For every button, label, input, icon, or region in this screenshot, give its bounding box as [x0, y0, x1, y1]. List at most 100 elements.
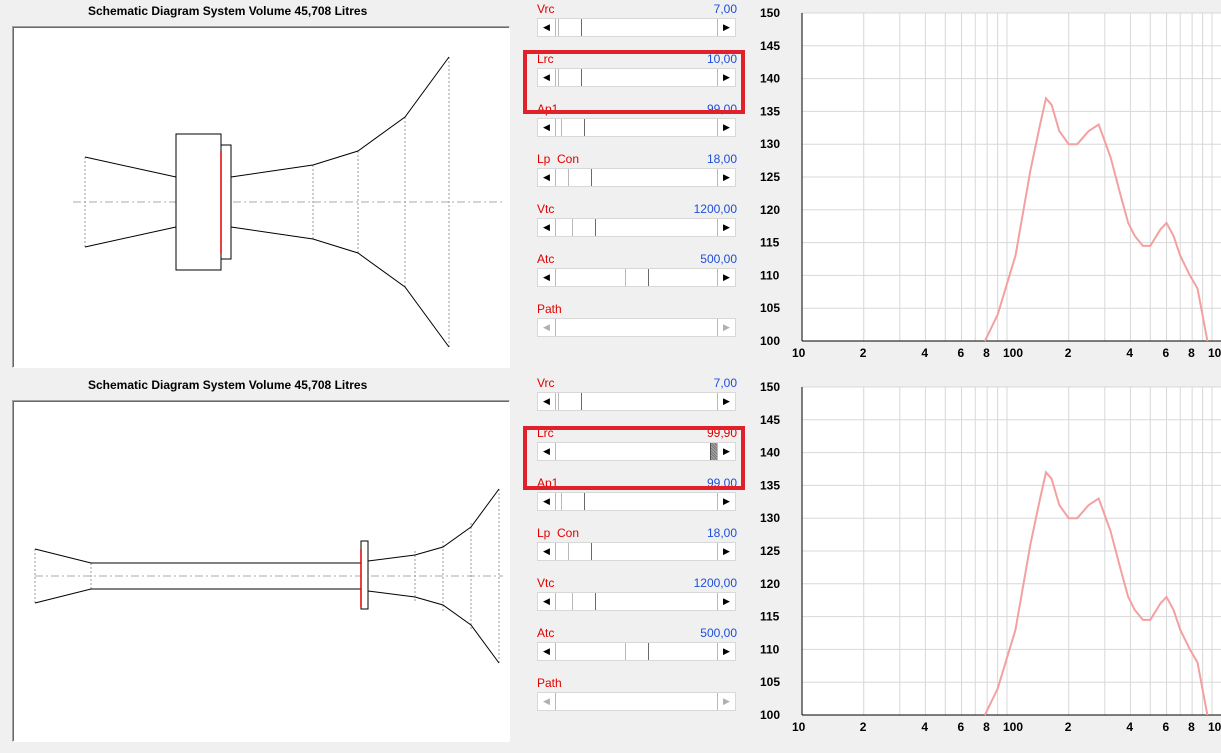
atc-scrollbar[interactable]: ◀ ▶	[537, 268, 736, 287]
y-tick-label: 140	[760, 72, 780, 86]
arrow-right-icon[interactable]: ▶	[717, 19, 735, 36]
vtc-scrollbar[interactable]: ◀ ▶	[537, 592, 736, 611]
arrow-left-icon[interactable]: ◀	[538, 493, 556, 510]
arrow-left-icon[interactable]: ◀	[538, 443, 556, 460]
arrow-left-icon[interactable]: ◀	[538, 593, 556, 610]
schematic-drawing	[73, 56, 503, 348]
y-tick-label: 140	[760, 446, 780, 460]
arrow-left-icon[interactable]: ◀	[538, 119, 556, 136]
y-tick-label: 115	[760, 610, 780, 624]
ap1-scrollbar[interactable]: ◀ ▶	[537, 118, 736, 137]
atc-scrollbar[interactable]: ◀ ▶	[537, 642, 736, 661]
scroll-thumb[interactable]	[557, 19, 582, 36]
arrow-right-icon[interactable]: ▶	[717, 319, 735, 336]
response-curve	[984, 96, 1209, 342]
arrow-left-icon[interactable]: ◀	[538, 393, 556, 410]
x-tick-label: 4	[921, 346, 928, 360]
arrow-right-icon[interactable]: ▶	[717, 493, 735, 510]
scroll-thumb[interactable]	[567, 543, 592, 560]
arrow-left-icon[interactable]: ◀	[538, 693, 556, 710]
x-tick-label: 8	[983, 346, 990, 360]
path-scrollbar[interactable]: ◀ ▶	[537, 692, 736, 711]
param-path: Path ◀ ▶	[536, 302, 738, 346]
scroll-thumb[interactable]	[571, 219, 596, 236]
param-atc: Atc 500,00 ◀ ▶	[536, 252, 738, 296]
horn-outline	[34, 488, 500, 664]
horn-outline	[84, 56, 450, 348]
vrc-scrollbar[interactable]: ◀ ▶	[537, 18, 736, 37]
arrow-left-icon[interactable]: ◀	[538, 319, 556, 336]
lp-con-scrollbar[interactable]: ◀ ▶	[537, 542, 736, 561]
vrc-scrollbar[interactable]: ◀ ▶	[537, 392, 736, 411]
param-value: 7,00	[713, 2, 737, 16]
x-tick-label: 2	[860, 346, 867, 360]
arrow-left-icon[interactable]: ◀	[538, 643, 556, 660]
arrow-right-icon[interactable]: ▶	[717, 693, 735, 710]
param-vrc: Vrc 7,00 ◀ ▶	[536, 2, 738, 46]
y-tick-label: 120	[760, 203, 780, 217]
y-tick-label: 115	[760, 236, 780, 250]
param-vrc: Vrc 7,00 ◀ ▶	[536, 376, 738, 420]
scroll-thumb[interactable]	[557, 69, 582, 86]
lrc-scrollbar[interactable]: ◀ ▶	[537, 442, 736, 461]
grid-lines	[801, 386, 1221, 716]
arrow-right-icon[interactable]: ▶	[717, 443, 735, 460]
param-label: Lp Con	[537, 526, 580, 540]
param-lp-con: Lp Con 18,00 ◀ ▶	[536, 152, 738, 196]
scroll-thumb[interactable]	[560, 493, 585, 510]
arrow-right-icon[interactable]: ▶	[717, 643, 735, 660]
scroll-thumb[interactable]	[560, 119, 585, 136]
scroll-thumb[interactable]	[624, 643, 649, 660]
ap1-scrollbar[interactable]: ◀ ▶	[537, 492, 736, 511]
scroll-thumb[interactable]	[567, 169, 592, 186]
y-tick-label: 105	[760, 301, 780, 315]
scroll-thumb[interactable]	[624, 269, 649, 286]
arrow-right-icon[interactable]: ▶	[717, 169, 735, 186]
x-tick-label: 10	[792, 346, 806, 360]
param-value: 500,00	[700, 626, 737, 640]
x-tick-label: 4	[921, 720, 928, 734]
lp-con-scrollbar[interactable]: ◀ ▶	[537, 168, 736, 187]
response-curve	[984, 470, 1209, 716]
lrc-scrollbar[interactable]: ◀ ▶	[537, 68, 736, 87]
path-scrollbar[interactable]: ◀ ▶	[537, 318, 736, 337]
x-tick-label: 2	[860, 720, 867, 734]
param-value: 1200,00	[693, 202, 737, 216]
param-label: Vrc	[537, 2, 555, 16]
y-tick-label: 100	[760, 708, 780, 722]
x-tick-label: 6	[958, 346, 965, 360]
arrow-right-icon[interactable]: ▶	[717, 393, 735, 410]
arrow-left-icon[interactable]: ◀	[538, 169, 556, 186]
y-tick-label: 130	[760, 511, 780, 525]
highlight-box-lrc	[523, 426, 745, 490]
arrow-right-icon[interactable]: ▶	[717, 543, 735, 560]
y-tick-label: 135	[760, 104, 780, 118]
param-value: 18,00	[706, 152, 737, 166]
x-tick-label: 100	[1003, 720, 1023, 734]
param-value: 7,00	[713, 376, 737, 390]
arrow-right-icon[interactable]: ▶	[717, 119, 735, 136]
scroll-thumb[interactable]	[557, 393, 582, 410]
vtc-scrollbar[interactable]: ◀ ▶	[537, 218, 736, 237]
arrow-left-icon[interactable]: ◀	[538, 543, 556, 560]
arrow-left-icon[interactable]: ◀	[538, 269, 556, 286]
arrow-left-icon[interactable]: ◀	[538, 219, 556, 236]
arrow-left-icon[interactable]: ◀	[538, 19, 556, 36]
param-label: Lp Con	[537, 152, 580, 166]
scroll-thumb[interactable]	[571, 593, 596, 610]
arrow-right-icon[interactable]: ▶	[717, 593, 735, 610]
x-tick-label: 8	[983, 720, 990, 734]
arrow-right-icon[interactable]: ▶	[717, 269, 735, 286]
arrow-right-icon[interactable]: ▶	[717, 219, 735, 236]
x-tick-label: 2	[1065, 720, 1072, 734]
param-vtc: Vtc 1200,00 ◀ ▶	[536, 202, 738, 246]
arrow-left-icon[interactable]: ◀	[538, 69, 556, 86]
x-tick-label: 6	[1163, 720, 1170, 734]
param-lp-con: Lp Con 18,00 ◀ ▶	[536, 526, 738, 570]
arrow-right-icon[interactable]: ▶	[717, 69, 735, 86]
param-lrc: Lrc 10,00 ◀ ▶	[536, 52, 738, 96]
x-tick-label: 100	[1208, 720, 1221, 734]
